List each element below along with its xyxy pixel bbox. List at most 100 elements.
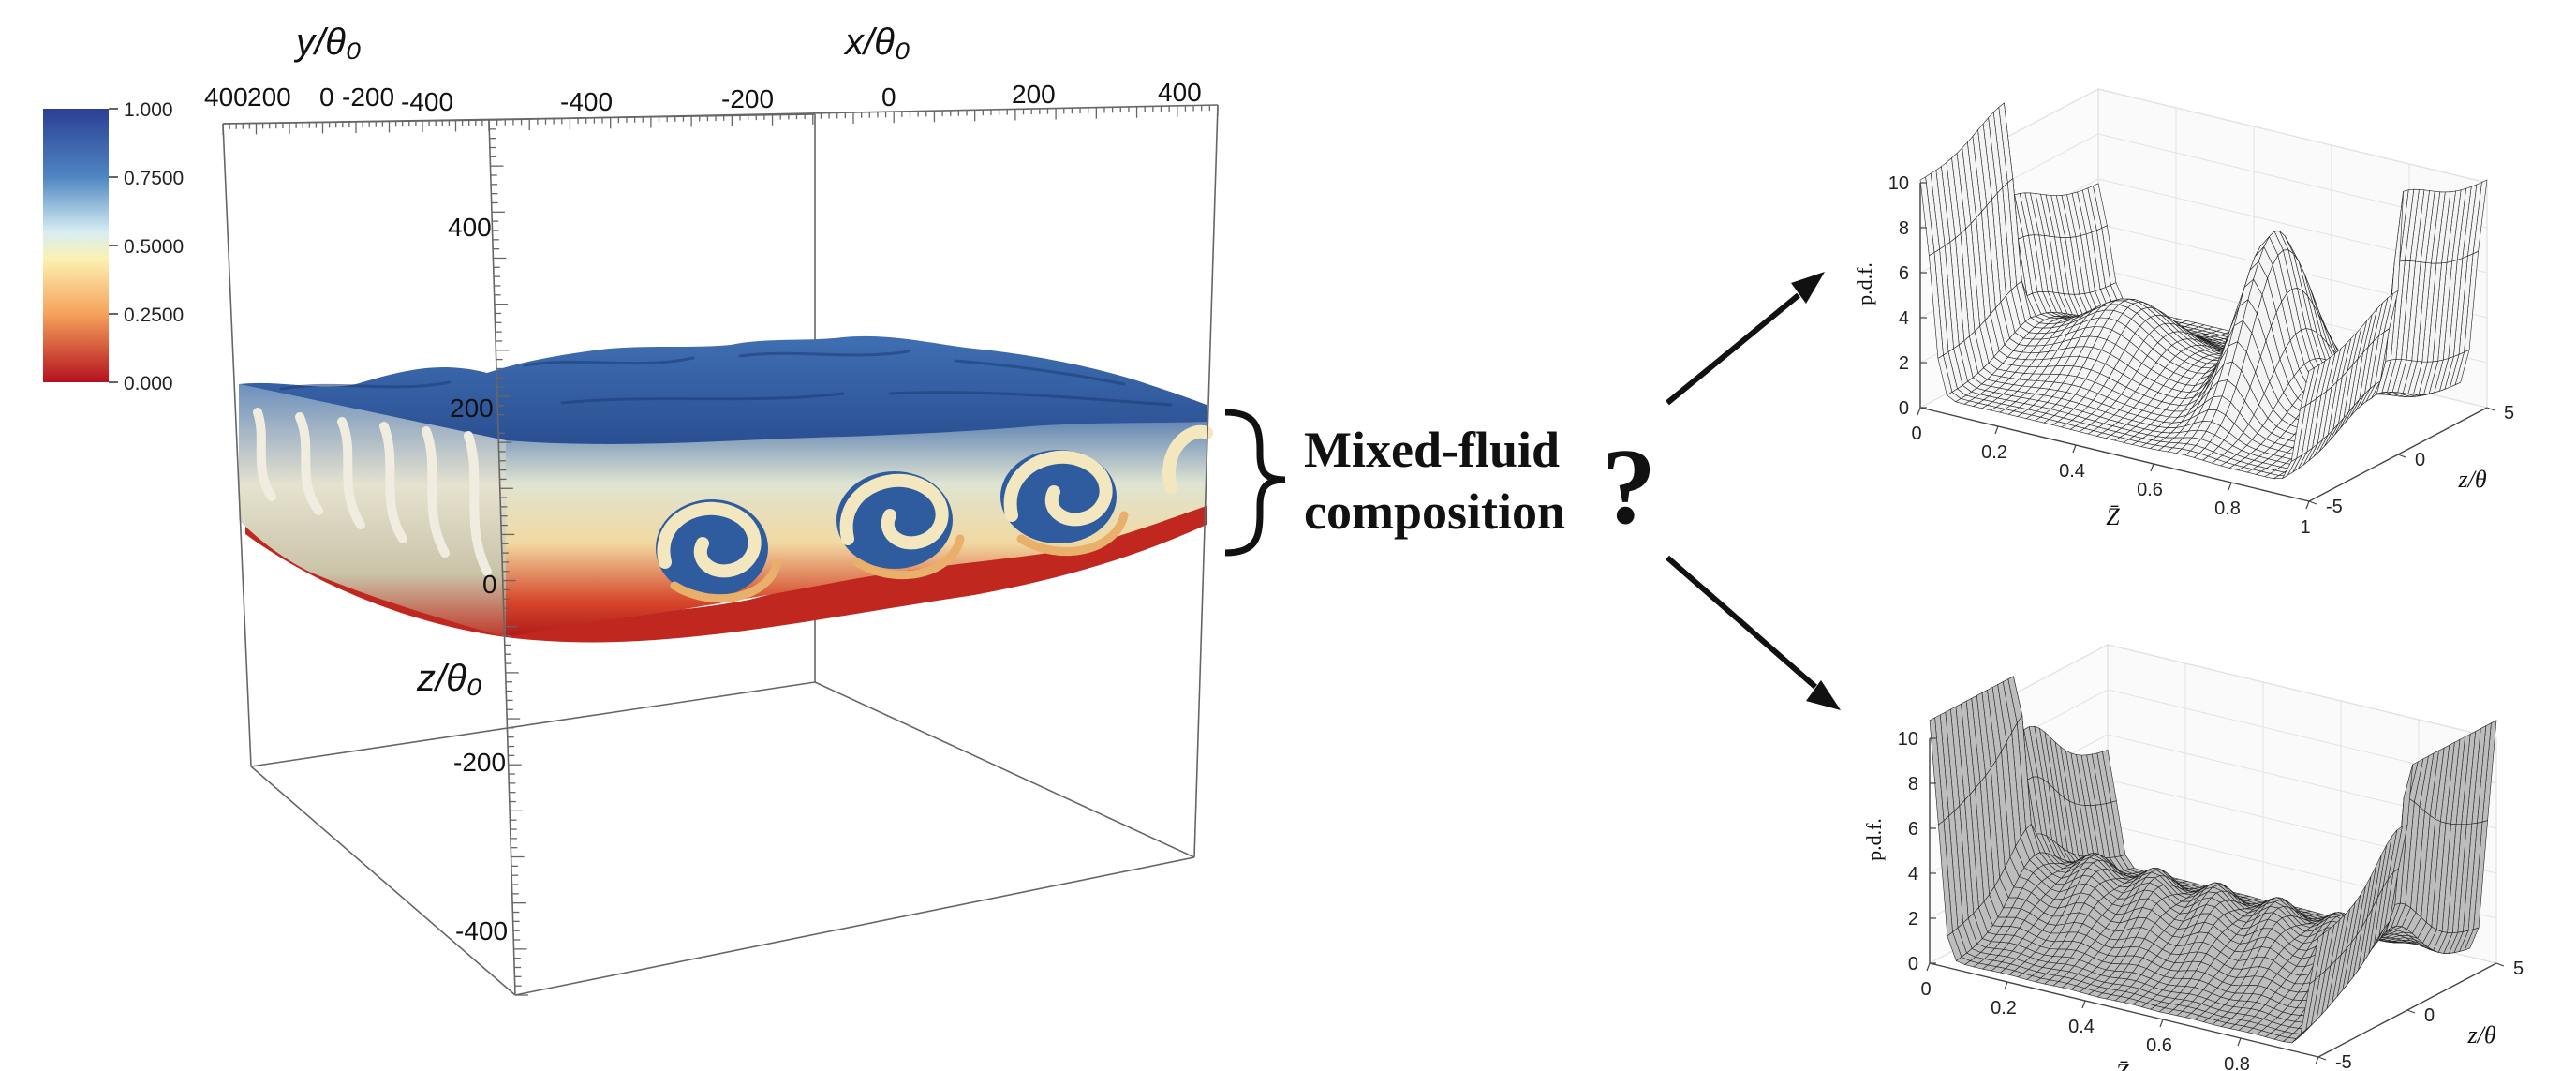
zbar-tick-label: 0.2 — [1991, 998, 2017, 1019]
z-tick-label: 0 — [482, 570, 497, 599]
top-ripples — [279, 350, 1173, 407]
z-theta-tick-label: -5 — [2335, 1052, 2352, 1071]
y-tick-label: -400 — [401, 87, 453, 116]
pdf-tick-label: 2 — [1899, 353, 1909, 374]
simulation-cube: 400 200 0 -200 -400 -400 -200 0 200 400 … — [204, 22, 1219, 996]
pdf-tick-label: 6 — [1908, 819, 1918, 840]
pdf-axis-title: p.d.f. — [1862, 818, 1886, 861]
pdf-tick-label: 0 — [1908, 954, 1918, 974]
y-axis-title: y/θ₀ — [293, 22, 362, 63]
zbar-tick-label: 1 — [2300, 517, 2310, 538]
zbar-axis — [1929, 962, 2319, 1058]
z-theta-tick-label: 0 — [2415, 450, 2425, 470]
mixing-layer-top-surface — [239, 335, 1207, 444]
z-theta-tickmark — [2397, 454, 2406, 458]
zbar-tickmark — [2072, 444, 2077, 454]
x-tick-label: 400 — [1158, 78, 1202, 107]
zbar-tickmark — [2004, 981, 2008, 990]
zbar-tick-label: 0.2 — [1981, 442, 2007, 463]
question-mark: ? — [1602, 427, 1656, 547]
vortex-rolls — [253, 350, 1213, 603]
zbar-tick-label: 0.6 — [2146, 1035, 2172, 1056]
side-filaments — [253, 408, 492, 576]
zbar-tickmark — [2150, 463, 2154, 472]
y-tick-label: 200 — [247, 82, 291, 112]
arrow-down — [1666, 555, 1817, 690]
pdf-tick-label: 8 — [1899, 218, 1909, 239]
y-tick-label: -200 — [342, 82, 394, 112]
arrow-up — [1666, 292, 1800, 406]
arrow-down-head — [1806, 680, 1841, 710]
pdf-tick-label: 4 — [1899, 308, 1909, 329]
zbar-tickmark — [1926, 962, 1931, 972]
zbar-tickmark — [1917, 407, 1921, 416]
x-tick-label: 0 — [881, 82, 896, 112]
cube-tickmarks — [222, 105, 1219, 996]
pdf-axis-title: p.d.f. — [1853, 262, 1876, 305]
y-tick-label: 0 — [319, 82, 334, 112]
pdf-tick-label: 10 — [1898, 729, 1918, 750]
z-theta-tickmark — [2495, 962, 2505, 967]
y-tick-label: 400 — [204, 82, 248, 112]
vortex-1 — [656, 499, 782, 603]
z-theta-axis-title: z/θ — [2458, 466, 2487, 493]
z-axis-title: z/θ₀ — [416, 658, 482, 699]
vortex-2 — [836, 471, 965, 580]
arrows — [1666, 272, 1841, 710]
z-theta-tick-label: 5 — [2513, 959, 2524, 979]
pdf-tick-label: 0 — [1899, 398, 1909, 419]
pdf-tick-label: 2 — [1908, 909, 1918, 930]
zbar-axis — [1919, 407, 2310, 502]
zbar-tickmark — [2305, 500, 2310, 510]
annotation: Mixed-fluid composition ? — [1224, 409, 1656, 557]
z-tick-label: -200 — [453, 748, 506, 777]
vortex-3 — [1000, 450, 1129, 557]
pdf-tick-label: 4 — [1908, 864, 1918, 885]
zbar-tick-label: 0 — [1920, 979, 1931, 1000]
colorbar-gradient — [43, 109, 109, 382]
zbar-tick-label: 0.8 — [2224, 1054, 2250, 1071]
zbar-axis-title: Z̄ — [2115, 1059, 2129, 1071]
annotation-line1: Mixed-fluid — [1304, 422, 1560, 478]
x-axis-title: x/θ₀ — [843, 22, 910, 63]
cube-tick-labels: 400 200 0 -200 -400 -400 -200 0 200 400 … — [204, 78, 1202, 945]
surface-mesh-cell — [2309, 932, 2325, 985]
zbar-tick-label: 0.4 — [2068, 1017, 2095, 1037]
z-theta-tickmark — [2406, 1009, 2416, 1014]
z-theta-tickmark — [2486, 407, 2495, 411]
pdf-tick-label: 6 — [1899, 263, 1909, 284]
arrow-up-head — [1791, 272, 1825, 304]
z-tick-label: 200 — [450, 394, 494, 423]
zbar-tick-label: 0.4 — [2059, 461, 2085, 482]
zbar-tickmark — [2159, 1019, 2164, 1028]
z-theta-tick-label: -5 — [2326, 497, 2343, 517]
gridline — [2097, 88, 2488, 184]
zbar-tickmark — [2315, 1056, 2319, 1065]
z-theta-tickmark — [2317, 1056, 2327, 1061]
colorbar-tick-label: 1.000 — [124, 99, 173, 121]
z-tick-label: -400 — [455, 916, 508, 945]
pdf-tick-label: 10 — [1888, 173, 1909, 194]
zbar-tickmark — [2081, 1000, 2086, 1009]
pdf-tick-label: 8 — [1908, 774, 1918, 795]
mixing-layer-surface — [239, 335, 1213, 643]
colorbar-tick-label: 0.2500 — [124, 305, 184, 326]
x-tick-label: 200 — [1012, 80, 1056, 109]
z-tick-label: 400 — [448, 213, 492, 242]
z-theta-tick-label: 0 — [2424, 1005, 2435, 1026]
zbar-tickmark — [1994, 425, 1999, 435]
z-theta-axis-title: z/θ — [2467, 1021, 2496, 1049]
x-tick-label: -200 — [721, 84, 774, 113]
zbar-tickmark — [2228, 482, 2232, 491]
curly-brace — [1224, 409, 1286, 557]
zbar-tick-label: 0 — [1911, 424, 1921, 444]
x-tick-label: -400 — [560, 87, 613, 116]
annotation-line2: composition — [1304, 483, 1565, 540]
zbar-tick-label: 0.6 — [2137, 480, 2163, 500]
colorbar-tick-label: 0.7500 — [124, 168, 184, 189]
surface-mesh-cell — [2300, 366, 2316, 409]
